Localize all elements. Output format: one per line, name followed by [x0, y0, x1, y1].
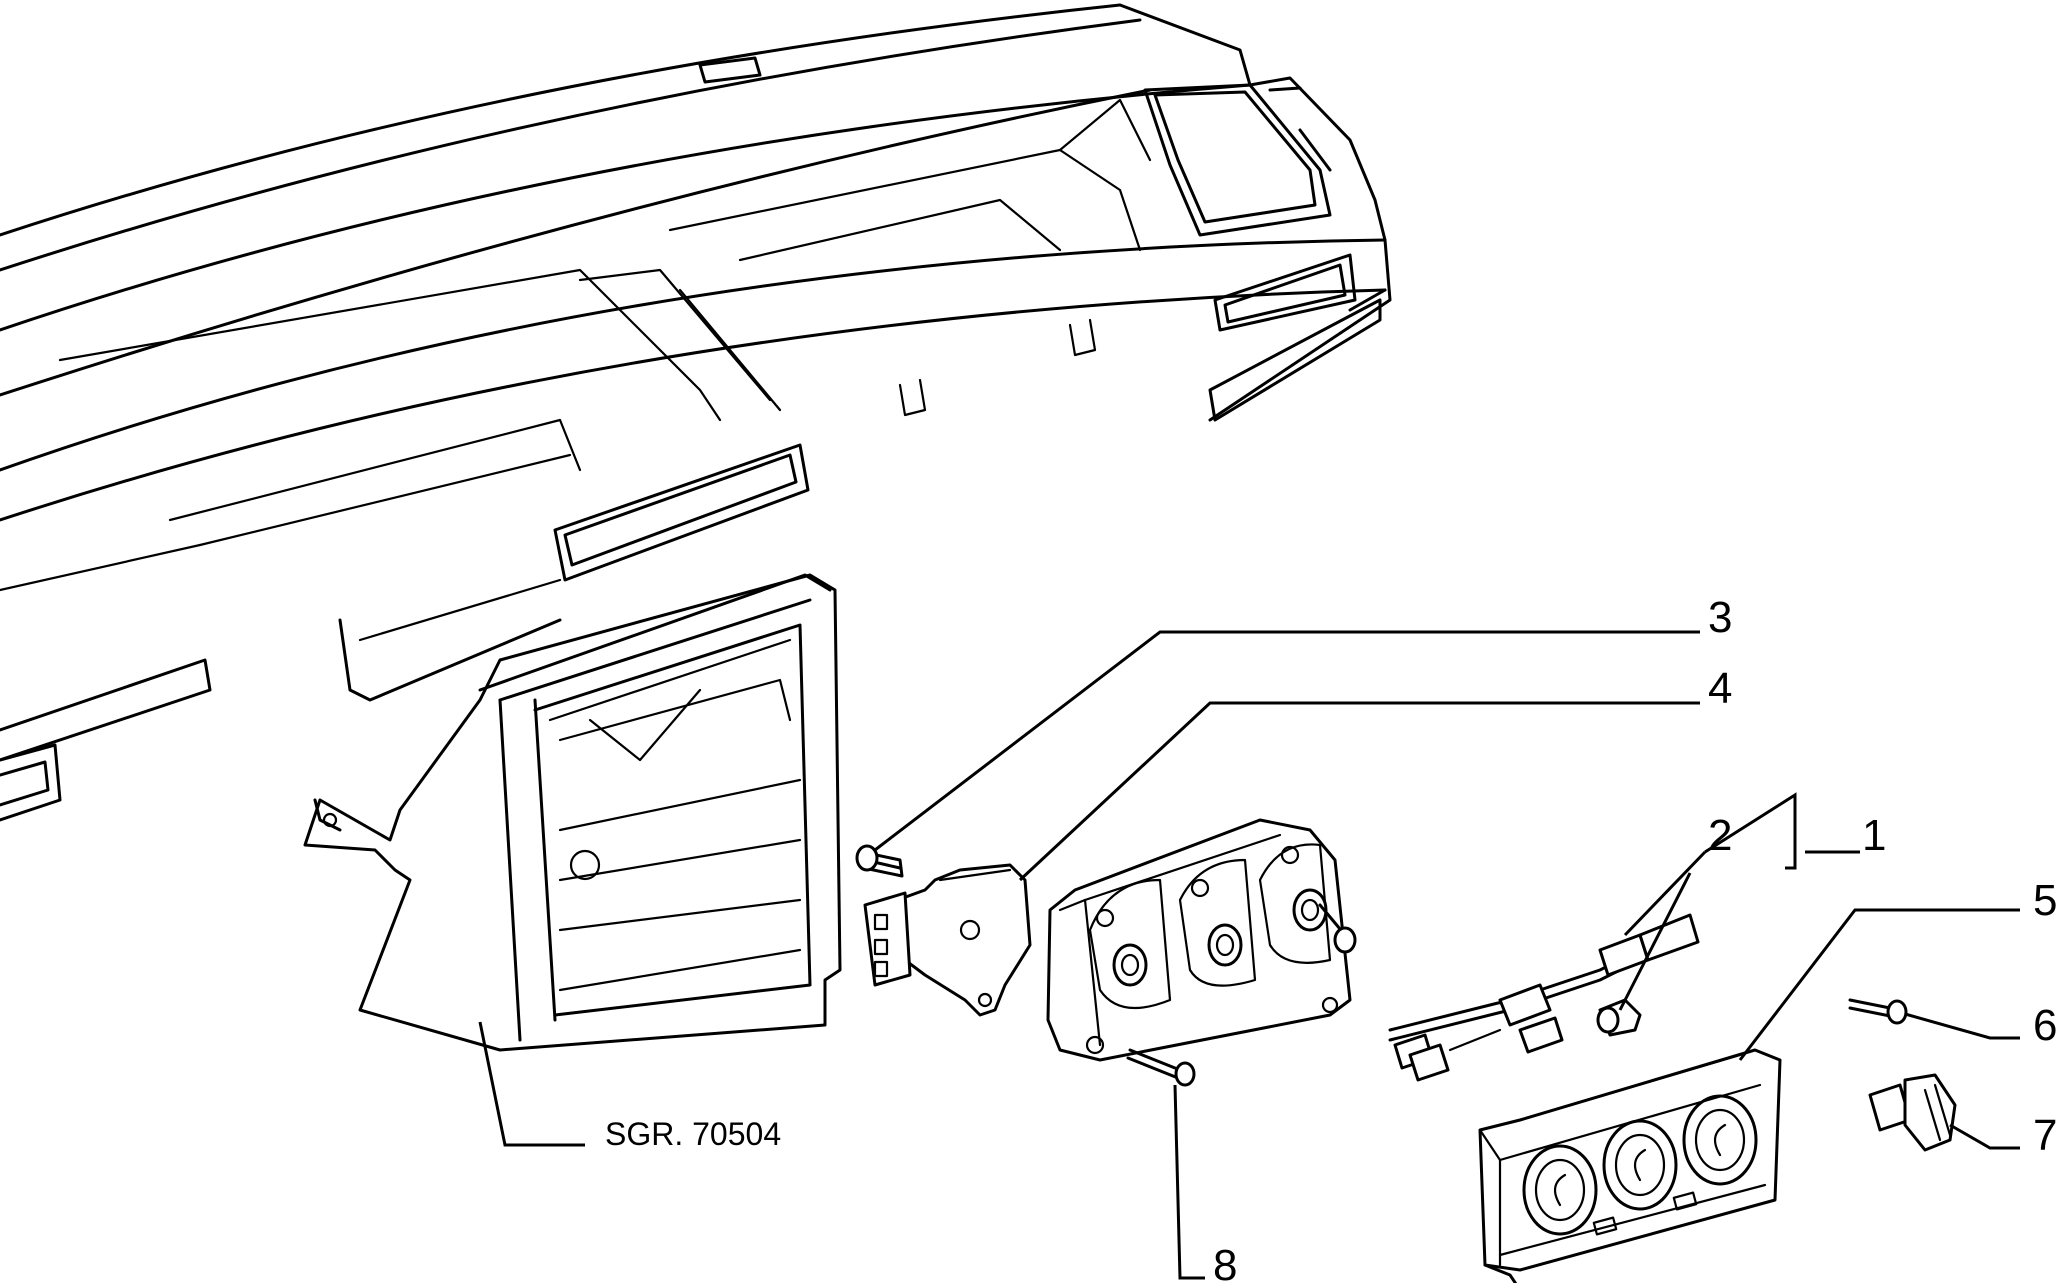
callout-2: 2 — [1708, 811, 1732, 860]
leader-3 — [874, 630, 1700, 852]
dial-middle — [1602, 1119, 1678, 1211]
callout-labels: 3 4 2 1 5 6 7 8 SGR. 70504 — [605, 593, 2057, 1288]
leader-4 — [1018, 701, 1700, 882]
dial-left — [1522, 1144, 1598, 1236]
part-8-screw — [1126, 1048, 1196, 1087]
leader-1 — [1623, 850, 1707, 937]
leader-lines — [478, 630, 2020, 1280]
part-5-front-panel — [1478, 1048, 1782, 1288]
leader-7 — [1949, 1123, 2020, 1150]
part-4-switch — [863, 863, 1032, 1017]
part-3-screw — [855, 844, 904, 878]
callout-1: 1 — [1862, 811, 1886, 860]
rotary-mount-left — [1088, 878, 1172, 1010]
callout-3: 3 — [1708, 593, 1732, 642]
leader-1-bracket — [1704, 792, 1797, 870]
leader-5 — [1738, 908, 2020, 1061]
callout-7: 7 — [2033, 1111, 2057, 1160]
leader-6 — [1904, 1012, 2020, 1040]
callout-6: 6 — [2033, 1001, 2057, 1050]
part-7-knob — [1868, 1073, 1957, 1152]
leader-8 — [1173, 1084, 1205, 1280]
reference-label: SGR. 70504 — [605, 1116, 781, 1152]
callout-5: 5 — [2033, 876, 2057, 925]
leader-sgr — [478, 1021, 585, 1147]
callout-8: 8 — [1213, 1241, 1237, 1283]
rotary-mount-right — [1258, 843, 1357, 964]
callout-4: 4 — [1708, 664, 1732, 713]
control-body — [1046, 818, 1357, 1062]
dashboard-outline — [0, 3, 1392, 822]
rotary-mount-middle — [1178, 858, 1257, 987]
part-1-harness — [1388, 913, 1700, 1082]
leader-2 — [1618, 872, 1692, 1011]
console-frame — [303, 573, 842, 1052]
part-2-bulb — [1596, 998, 1642, 1037]
dial-right — [1682, 1094, 1758, 1186]
part-6-screw — [1848, 998, 1908, 1025]
